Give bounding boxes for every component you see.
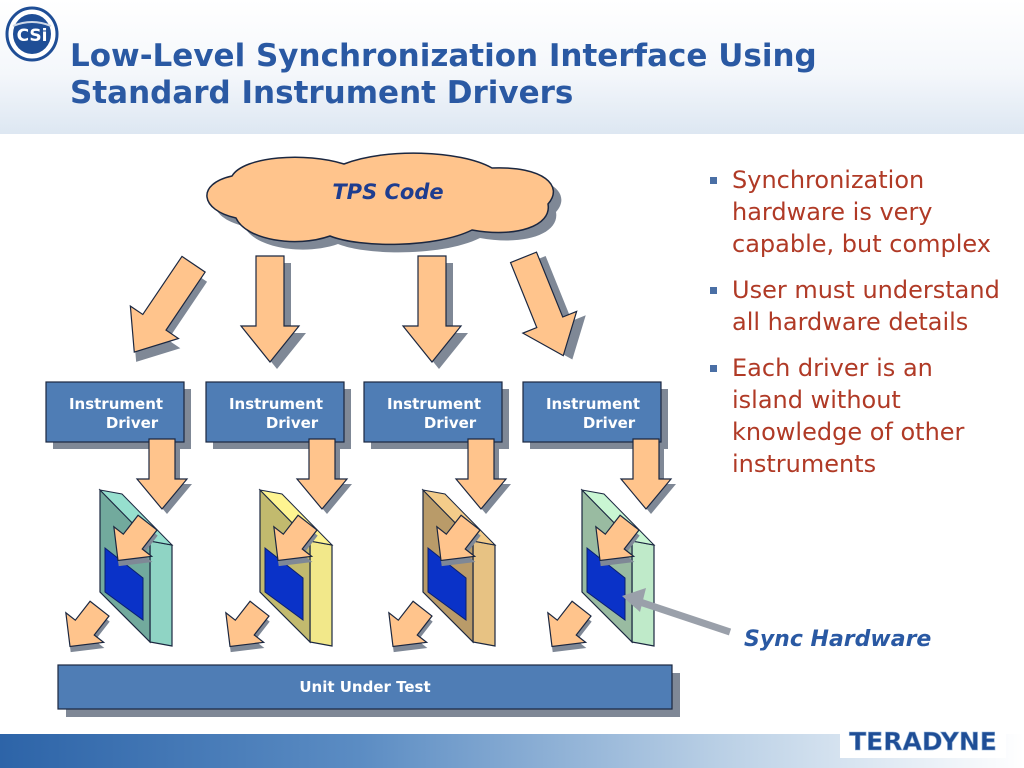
bullet-item: Each driver is an island without knowled… xyxy=(708,352,1008,480)
driver-label-line2: Driver xyxy=(583,414,636,432)
down-arrow-icon xyxy=(273,514,318,562)
csi-logo-text: CSi xyxy=(17,26,48,46)
tps-code-label: TPS Code xyxy=(332,180,443,204)
card-side xyxy=(149,540,173,647)
csi-logo: CSi xyxy=(5,6,59,62)
driver-label-line2: Driver xyxy=(424,414,477,432)
card-input-arrow xyxy=(436,514,481,567)
title-line-2: Standard Instrument Drivers xyxy=(70,75,574,111)
driver-label-line2: Driver xyxy=(266,414,319,432)
card-arrows xyxy=(65,600,592,653)
driver-label-line1: Instrument xyxy=(69,395,163,413)
sync-chip xyxy=(104,546,144,621)
instrument-card-1 xyxy=(98,488,174,647)
teradyne-logo: TERADYNE xyxy=(840,724,1006,758)
instrument-cards xyxy=(98,488,656,647)
sync-hardware-pointer: Sync Hardware xyxy=(622,588,931,652)
bullet-item: Synchronization hardware is very capable… xyxy=(708,164,1008,260)
card-output-arrow xyxy=(388,600,433,653)
driver-label-line1: Instrument xyxy=(387,395,481,413)
down-arrow-icon xyxy=(65,600,110,648)
card-output-arrow xyxy=(65,600,110,653)
driver-label-line1: Instrument xyxy=(229,395,323,413)
sync-chip xyxy=(264,546,304,621)
tps-code-cloud: TPS Code xyxy=(206,152,562,253)
down-arrow-icon xyxy=(225,600,270,648)
down-arrow-icon xyxy=(547,600,592,648)
pointer-arrowhead-icon xyxy=(622,588,646,612)
teradyne-logo-text: TERADYNE xyxy=(849,727,997,756)
cloud-to-driver-arrows xyxy=(109,245,600,379)
driver-label-line1: Instrument xyxy=(546,395,640,413)
driver-box-4: Instrument Driver xyxy=(522,381,668,449)
down-arrow-icon xyxy=(388,600,433,648)
instrument-card-4 xyxy=(580,488,656,647)
bullet-list: Synchronization hardware is very capable… xyxy=(708,164,1008,494)
instrument-card-3 xyxy=(421,488,497,647)
down-arrow-icon xyxy=(595,514,640,562)
down-arrow-icon xyxy=(113,514,158,562)
page-title: Low-Level Synchronization Interface Usin… xyxy=(70,38,950,112)
card-side xyxy=(472,540,496,647)
instrument-card-2 xyxy=(258,488,334,647)
card-input-arrow xyxy=(113,514,158,567)
unit-under-test: Unit Under Test xyxy=(57,664,680,717)
bullet-item: User must understand all hardware detail… xyxy=(708,274,1008,338)
sync-chip xyxy=(586,546,626,621)
sync-hardware-label: Sync Hardware xyxy=(744,627,931,652)
card-side xyxy=(309,540,333,647)
header-band xyxy=(0,0,1024,134)
down-arrow-icon xyxy=(436,514,481,562)
card-output-arrow xyxy=(225,600,270,653)
card-output-arrow xyxy=(547,600,592,653)
sync-chip xyxy=(427,546,467,621)
card-input-arrow xyxy=(595,514,640,567)
driver-label-line2: Driver xyxy=(106,414,159,432)
title-line-1: Low-Level Synchronization Interface Usin… xyxy=(70,38,817,74)
uut-label: Unit Under Test xyxy=(299,678,430,696)
card-input-arrow xyxy=(273,514,318,567)
